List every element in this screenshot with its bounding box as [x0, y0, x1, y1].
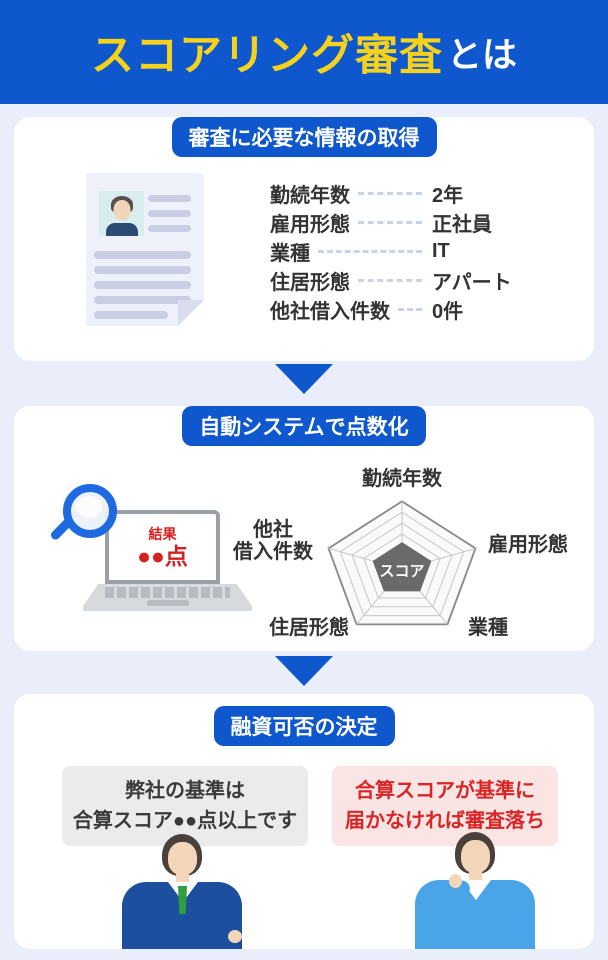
- field-label: 勤続年数: [270, 185, 350, 207]
- dashed-leader: [318, 250, 422, 253]
- field-label: 業種: [270, 243, 310, 265]
- dashed-leader: [358, 192, 422, 195]
- application-document-icon: [86, 173, 204, 326]
- field-label: 住居形態: [270, 272, 350, 294]
- field-row-residence: 住居形態 アパート: [270, 266, 562, 295]
- avatar-body: [105, 223, 138, 236]
- radar-axis-left-label: 他社 借入件数: [210, 519, 336, 563]
- dashed-leader: [358, 221, 422, 224]
- laptop-keyboard: [83, 584, 252, 611]
- rejection-warning-box: 合算スコアが基準に 届かなければ審査落ち: [332, 766, 558, 846]
- field-value: アパート: [432, 272, 512, 294]
- result-label: 結果: [148, 526, 177, 543]
- radar-axis-top-label: 勤続年数: [362, 468, 442, 490]
- page-body: 審査に必要な情報の取得 勤続年数 2年: [0, 117, 608, 949]
- magnifier-lens-shine: [76, 496, 102, 518]
- step3-badge: 融資可否の決定: [213, 706, 395, 746]
- step1-content: 勤続年数 2年 雇用形態 正社員 業種 IT 住居形態 アパート: [14, 157, 594, 326]
- radar-axis-left-line1: 他社: [253, 519, 293, 541]
- rejection-line1: 合算スコアが基準に: [355, 780, 535, 802]
- document-short-lines: [148, 195, 191, 240]
- laptop-keys: [105, 587, 230, 598]
- approval-line2: 合算スコア●●点以上です: [72, 810, 298, 832]
- radar-axis-left-line2: 借入件数: [233, 541, 313, 563]
- step3-card: 融資可否の決定 弊社の基準は 合算スコア●●点以上です 合算スコアが基準に 届か…: [14, 694, 594, 949]
- avatar-face: [113, 200, 130, 220]
- field-row-years: 勤続年数 2年: [270, 179, 562, 208]
- down-arrow-icon: [275, 364, 333, 394]
- field-value: 正社員: [432, 214, 492, 236]
- applicant-fields-list: 勤続年数 2年 雇用形態 正社員 業種 IT 住居形態 アパート: [270, 179, 562, 324]
- radar-center-label: スコア: [379, 563, 425, 580]
- down-arrow-icon: [275, 656, 333, 686]
- approval-criteria-box: 弊社の基準は 合算スコア●●点以上です: [62, 766, 308, 846]
- field-value: IT: [432, 240, 450, 262]
- dashed-leader: [358, 279, 422, 282]
- field-label: 他社借入件数: [270, 301, 390, 323]
- approval-line1: 弊社の基準は: [125, 780, 245, 802]
- magnifier-icon: [49, 484, 117, 542]
- step1-badge: 審査に必要な情報の取得: [171, 117, 437, 157]
- step2-badge: 自動システムで点数化: [182, 406, 426, 446]
- page-title-suffix: とは: [446, 35, 517, 75]
- businessman-face: [168, 842, 197, 875]
- laptop-trackpad: [146, 600, 189, 606]
- step2-card: 自動システムで点数化 結果 ●●点 勤続年数 雇用形態 業種 住: [14, 406, 594, 651]
- thinking-person-neck: [469, 870, 482, 882]
- field-value: 0件: [432, 301, 464, 323]
- dashed-leader: [398, 308, 422, 311]
- step1-card: 審査に必要な情報の取得 勤続年数 2年: [14, 117, 594, 361]
- field-value: 2年: [432, 185, 464, 207]
- laptop-screen: 結果 ●●点: [105, 510, 220, 584]
- radar-axis-right-label: 雇用形態: [488, 534, 568, 556]
- radar-axis-bottom-left-label: 住居形態: [269, 617, 349, 639]
- rejection-line2: 届かなければ審査落ち: [345, 810, 545, 832]
- magnifier-handle: [49, 516, 74, 542]
- businessman-tie: [178, 886, 187, 914]
- businessman-neck: [176, 872, 189, 884]
- field-row-employment: 雇用形態 正社員: [270, 208, 562, 237]
- field-row-other-loans: 他社借入件数 0件: [270, 295, 562, 324]
- header-banner: スコアリング審査 とは: [0, 0, 608, 104]
- radar-axis-bottom-right-label: 業種: [468, 617, 508, 639]
- businessman-hand: [228, 930, 242, 943]
- thinking-person-face: [461, 840, 490, 873]
- businessman-illustration: [112, 834, 252, 949]
- score-text: ●●点: [137, 543, 188, 570]
- field-label: 雇用形態: [270, 214, 350, 236]
- field-row-industry: 業種 IT: [270, 237, 562, 266]
- thinking-person-illustration: [405, 832, 545, 949]
- page-title-highlight: スコアリング審査: [90, 32, 443, 80]
- id-photo-icon: [99, 191, 144, 236]
- document-text-lines: [94, 251, 191, 326]
- thinking-person-hand: [449, 874, 462, 888]
- radar-chart: [327, 500, 477, 626]
